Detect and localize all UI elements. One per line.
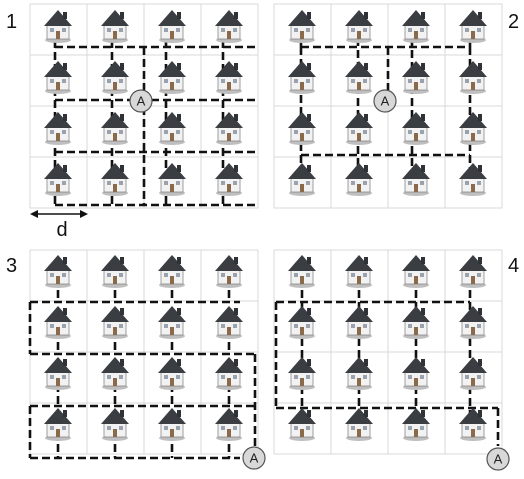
panel-1-node-a: A bbox=[129, 89, 153, 113]
distance-label: d bbox=[56, 219, 67, 241]
svg-text:A: A bbox=[137, 94, 146, 109]
panel-4: 4 A bbox=[273, 249, 519, 471]
panel-3: 3 A bbox=[6, 249, 266, 470]
svg-text:A: A bbox=[381, 94, 390, 109]
panel-2-node-a: A bbox=[373, 89, 397, 113]
panel-2: 2 A bbox=[273, 3, 519, 209]
panel-1-label: 1 bbox=[6, 11, 17, 33]
svg-text:A: A bbox=[494, 452, 503, 467]
panel-1: 1 A d bbox=[6, 3, 259, 241]
panel-4-node-a: A bbox=[486, 447, 510, 471]
panel-3-route bbox=[28, 290, 257, 460]
distance-marker: d bbox=[30, 210, 88, 241]
panel-3-label: 3 bbox=[6, 255, 17, 277]
panel-3-node-a: A bbox=[242, 446, 266, 470]
svg-text:A: A bbox=[250, 451, 259, 466]
panel-4-label: 4 bbox=[508, 255, 519, 277]
panel-2-label: 2 bbox=[508, 11, 519, 33]
